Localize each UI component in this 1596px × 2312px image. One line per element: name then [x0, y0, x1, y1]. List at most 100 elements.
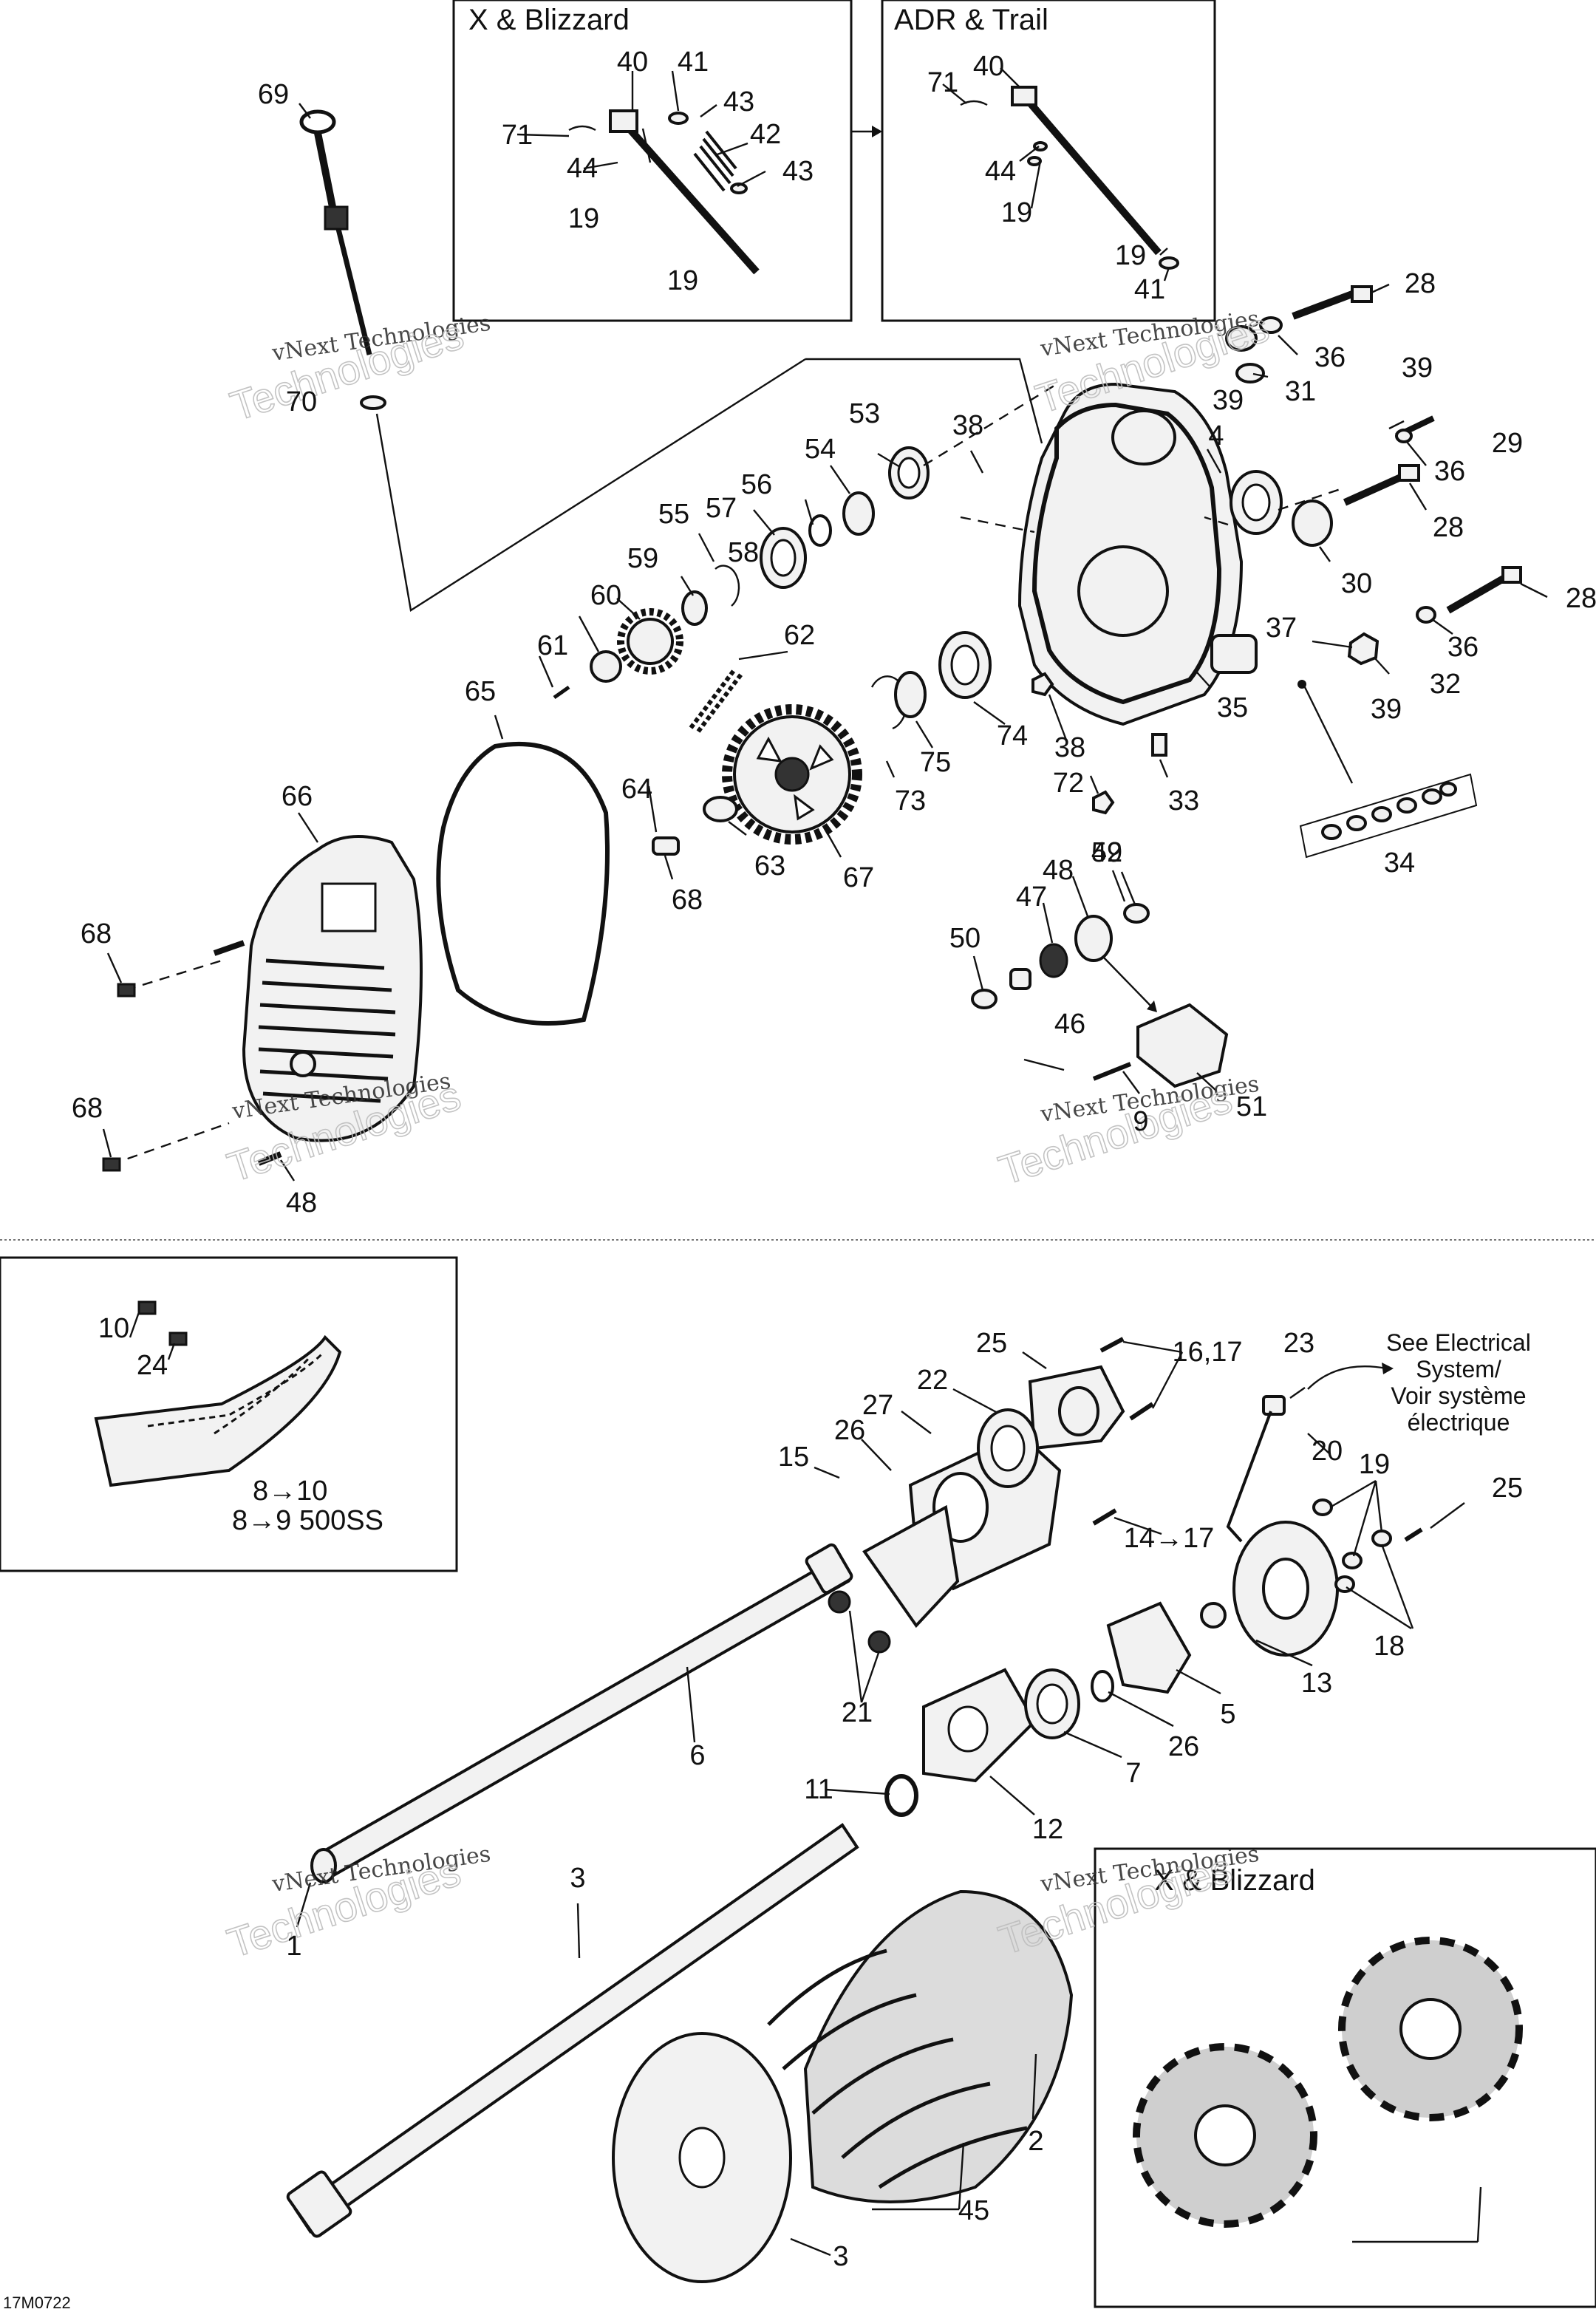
callout-43: 43: [782, 156, 814, 187]
housing-fasteners: [1204, 285, 1522, 689]
callout-27: 27: [862, 1390, 893, 1421]
callout-54: 54: [805, 434, 836, 465]
watermark-text: Technologies: [225, 310, 468, 429]
callout-35: 35: [1217, 692, 1248, 723]
callout-64: 64: [621, 774, 652, 805]
callout-26: 26: [1168, 1731, 1199, 1762]
callout-74: 74: [997, 720, 1028, 751]
callout-19: 19: [1001, 197, 1032, 228]
callout-42: 42: [750, 119, 781, 150]
callout-40: 40: [973, 51, 1004, 82]
callout-31: 31: [1285, 376, 1316, 407]
leader-line: [375, 358, 806, 612]
callout-19: 19: [568, 203, 599, 234]
gasket: [436, 741, 610, 1026]
inset-link-arrow: [851, 126, 882, 137]
callout-3: 3: [570, 1863, 585, 1894]
callout-21: 21: [842, 1697, 873, 1728]
callout-36: 36: [1314, 342, 1346, 373]
callout-67: 67: [843, 862, 874, 893]
callout-13: 13: [1301, 1668, 1332, 1699]
callout-4: 4: [1208, 420, 1224, 451]
callout-24: 24: [137, 1350, 168, 1381]
callout-44: 44: [985, 156, 1016, 187]
callout-73: 73: [895, 785, 926, 816]
leader-lines: [102, 67, 1548, 2257]
callout-56: 56: [741, 469, 772, 500]
bearing-stack: [681, 446, 930, 626]
callout-2: 2: [1028, 2126, 1043, 2157]
callout-10: 10: [98, 1313, 129, 1344]
callout-32: 32: [1430, 669, 1461, 700]
callout-70: 70: [286, 386, 317, 417]
track-label: 8→9 500SS: [232, 1505, 383, 1536]
inset-x-blizzard-sprockets: X & Blizzard: [1094, 1847, 1596, 2308]
leader-line: [805, 358, 1043, 444]
callout-36: 36: [1447, 632, 1479, 663]
callout-66: 66: [282, 781, 313, 812]
callout-5: 5: [1220, 1699, 1235, 1730]
callout-28: 28: [1405, 268, 1436, 299]
callout-48: 48: [286, 1187, 317, 1218]
callout-44: 44: [567, 153, 598, 184]
callout-3: 3: [833, 2241, 848, 2272]
callout-57: 57: [706, 493, 737, 524]
callout-36: 36: [1434, 456, 1465, 487]
note-line: électrique: [1408, 1409, 1510, 1436]
callout-71: 71: [927, 67, 958, 98]
callout-30: 30: [1341, 568, 1372, 599]
callout-43: 43: [723, 86, 754, 117]
callout-22: 22: [917, 1365, 948, 1396]
callout-50: 50: [949, 923, 981, 954]
callout-19: 19: [1359, 1449, 1390, 1480]
callout-51: 51: [1236, 1091, 1267, 1122]
drive-sprockets: [612, 1889, 1074, 2283]
output-bearing: [870, 631, 1167, 815]
callout-52: 52: [1091, 837, 1122, 868]
drive-axle: [286, 1823, 859, 2238]
valve-x-blizzard: [568, 109, 760, 275]
callout-49: 49: [1091, 837, 1122, 868]
inset-title: ADR & Trail: [894, 4, 1048, 36]
countershaft: [310, 1543, 853, 1883]
callout-38: 38: [1054, 732, 1085, 763]
callout-38: 38: [952, 410, 983, 441]
callout-39: 39: [1213, 385, 1244, 416]
callout-28: 28: [1433, 512, 1464, 543]
note-line: System/: [1416, 1356, 1501, 1382]
callout-41: 41: [678, 47, 709, 78]
callout-46: 46: [1054, 1009, 1085, 1040]
callout-11: 11: [804, 1774, 833, 1805]
callout-65: 65: [465, 676, 496, 707]
callout-1: 1: [286, 1931, 301, 1962]
callout-14-17: 14→17: [1124, 1523, 1215, 1554]
callout-29: 29: [1492, 428, 1523, 459]
callout-53: 53: [849, 398, 880, 429]
callout-62: 62: [784, 620, 815, 651]
callout-19: 19: [1115, 240, 1146, 271]
tensioner-assembly: [971, 903, 1229, 1088]
callout-25: 25: [976, 1328, 1007, 1359]
callout-39: 39: [1371, 694, 1402, 725]
callout-63: 63: [754, 850, 785, 882]
callout-41: 41: [1134, 274, 1165, 305]
axis-line: [960, 516, 1035, 533]
callout-7: 7: [1125, 1758, 1141, 1789]
inset-x-blizzard-valve: X & Blizzard: [452, 0, 853, 322]
electrical-arrow: [1307, 1365, 1387, 1390]
o-ring-set: [1299, 683, 1478, 859]
chaincase-cover: [242, 835, 423, 1142]
callout-68: 68: [72, 1093, 103, 1124]
callout-68: 68: [81, 918, 112, 949]
callout-9: 9: [1133, 1106, 1148, 1137]
callout-2: 2: [1028, 2126, 1043, 2157]
callout-12: 12: [1032, 1814, 1063, 1845]
sprockets-x-blizzard: [1133, 1937, 1523, 2228]
callout-15: 15: [778, 1442, 809, 1473]
callout-61: 61: [537, 630, 568, 661]
callout-23: 23: [1283, 1328, 1314, 1359]
callout-20: 20: [1312, 1436, 1343, 1467]
